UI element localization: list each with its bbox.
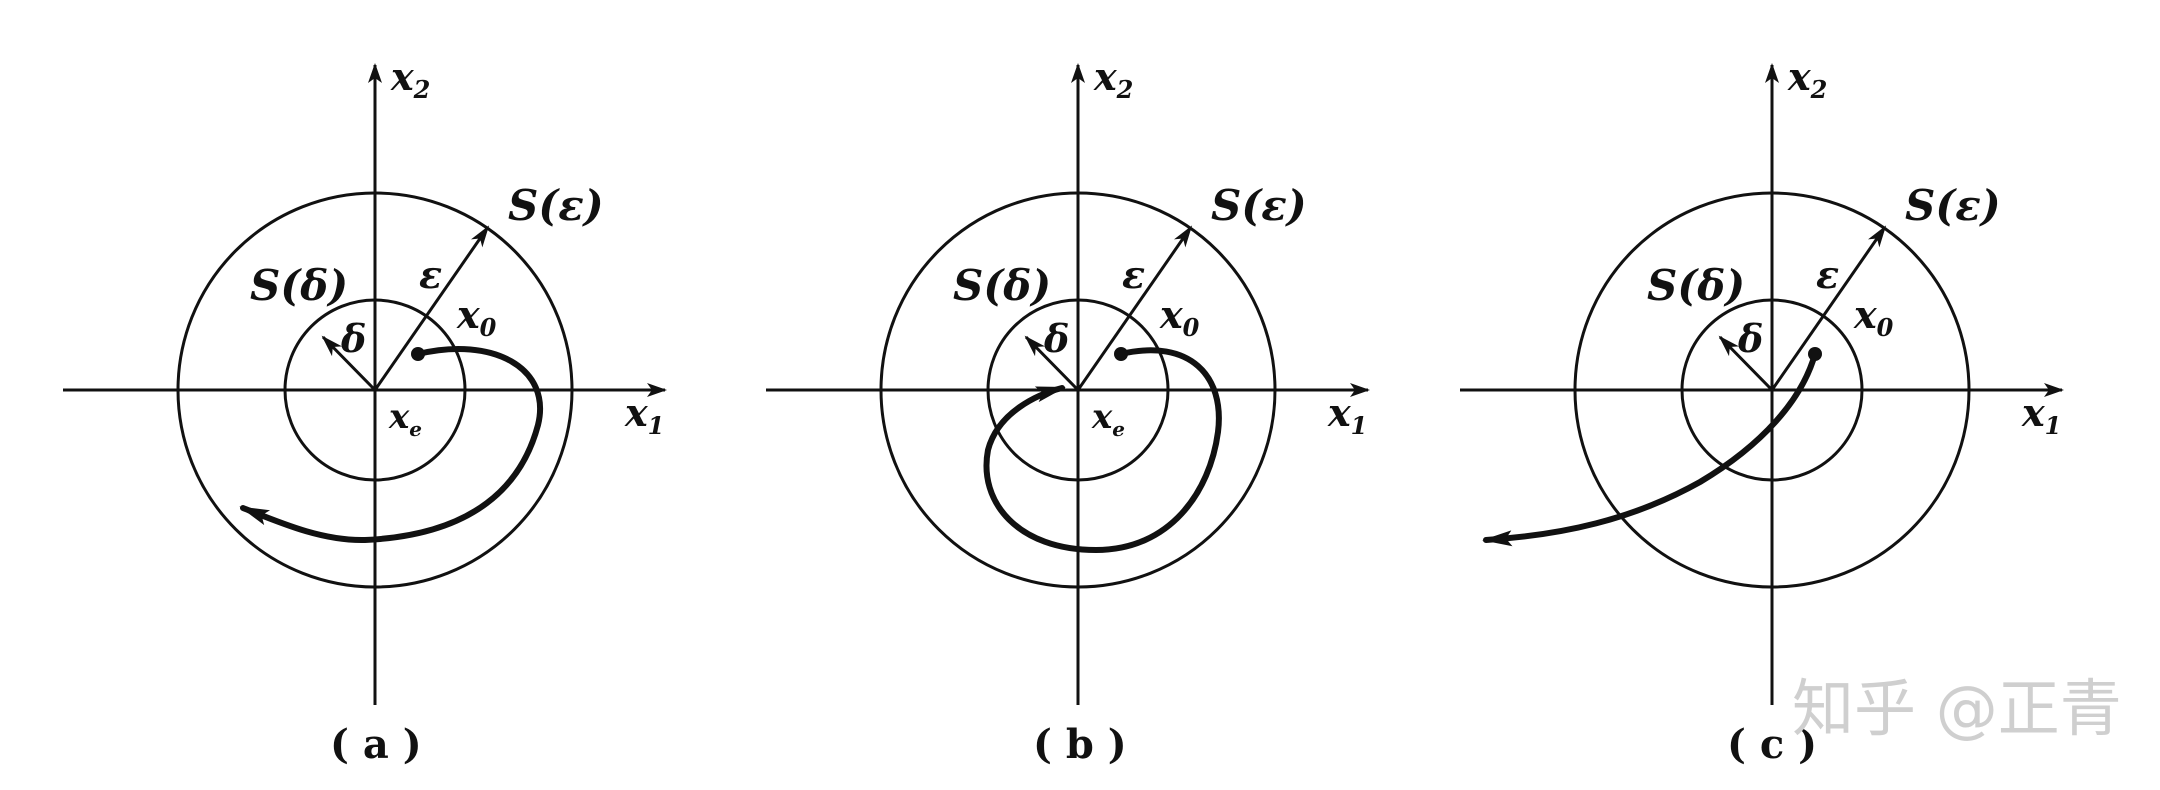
- epsilon-radius: [373, 225, 490, 391]
- axis-y-label: x2: [1787, 54, 1827, 104]
- inner-circle: [986, 298, 1170, 482]
- delta-radius: [321, 335, 377, 392]
- outer-circle: [1573, 191, 1971, 589]
- axis-y-label: x2: [1093, 54, 1133, 104]
- trajectory: [239, 346, 543, 544]
- inner-circle: [1680, 298, 1864, 482]
- inner-circle-label: S(δ): [250, 261, 348, 310]
- epsilon-label: ε: [419, 252, 442, 297]
- x0-label: x0: [456, 292, 497, 342]
- epsilon-radius: [1770, 225, 1887, 391]
- delta-radius: [1024, 335, 1080, 392]
- panel-caption: ( b ): [1033, 721, 1127, 768]
- inner-circle-label: S(δ): [953, 261, 1051, 310]
- epsilon-label: ε: [1816, 252, 1839, 297]
- panel-caption: ( c ): [1727, 721, 1817, 768]
- delta-label: δ: [340, 316, 366, 361]
- x0-point: [1114, 347, 1128, 361]
- x0-point: [411, 347, 425, 361]
- axis-x-label: x1: [2021, 390, 2061, 440]
- x0-label: x0: [1853, 292, 1894, 342]
- trajectory: [983, 347, 1222, 553]
- xe-label: xe: [388, 397, 422, 441]
- epsilon-radius: [1076, 225, 1193, 391]
- panel-caption: ( a ): [330, 721, 422, 768]
- panel-c: x1 x2 S(ε) S(δ) ε δ x0 ( c ): [1460, 54, 2064, 768]
- delta-radius: [1718, 335, 1774, 392]
- outer-circle: [879, 191, 1277, 589]
- outer-circle-label: S(ε): [508, 181, 604, 230]
- outer-circle-label: S(ε): [1211, 181, 1307, 230]
- xe-label: xe: [1091, 397, 1125, 441]
- axis-x-label: x1: [624, 390, 664, 440]
- outer-circle-label: S(ε): [1905, 181, 2001, 230]
- watermark: 知乎 @正青: [1792, 672, 2122, 745]
- trajectory: [1482, 351, 1818, 547]
- delta-label: δ: [1737, 316, 1763, 361]
- panel-b: x1 x2 S(ε) S(δ) ε δ x0 xe ( b ): [766, 54, 1370, 768]
- axis-y-label: x2: [390, 54, 430, 104]
- axis-x-label: x1: [1327, 390, 1367, 440]
- delta-label: δ: [1043, 316, 1069, 361]
- inner-circle: [283, 298, 467, 482]
- outer-circle: [176, 191, 574, 589]
- x0-label: x0: [1159, 292, 1200, 342]
- x0-point: [1808, 347, 1822, 361]
- inner-circle-label: S(δ): [1647, 261, 1745, 310]
- panel-a: x1 x2 S(ε) S(δ) ε δ x0 xe ( a ): [63, 54, 667, 768]
- epsilon-label: ε: [1122, 252, 1145, 297]
